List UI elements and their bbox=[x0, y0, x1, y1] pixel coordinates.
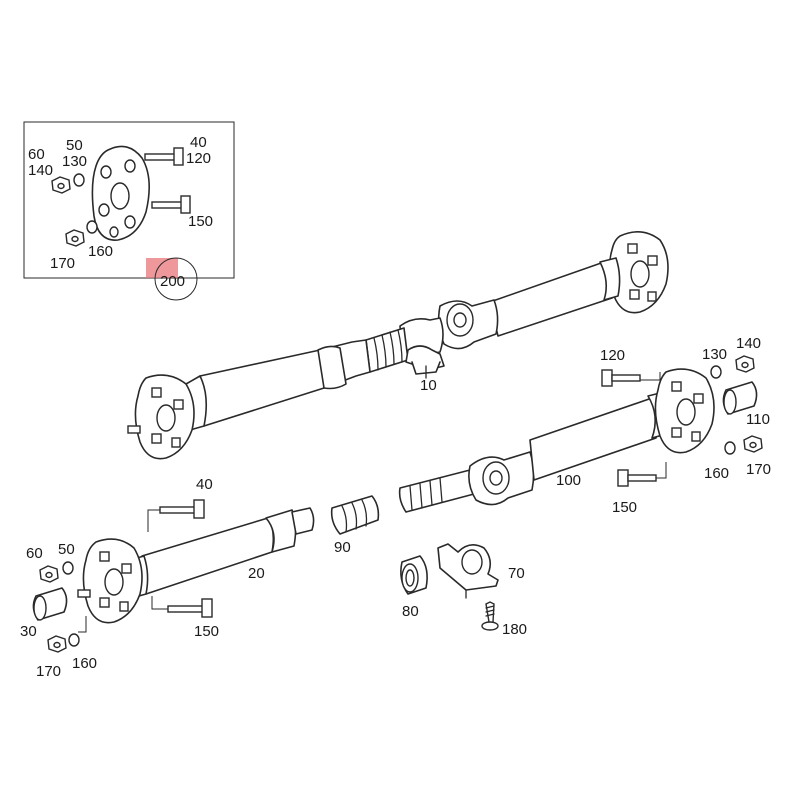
screw-180 bbox=[481, 601, 499, 631]
callout-20: 20 bbox=[248, 565, 265, 582]
bolt-120 bbox=[601, 369, 641, 387]
callout-70: 70 bbox=[508, 565, 525, 582]
upper-propeller-shaft bbox=[127, 231, 669, 460]
nut-170-right bbox=[743, 435, 763, 453]
bolt-40 bbox=[159, 499, 205, 519]
callout-labels: 60 140 50 130 40 120 150 160 170 200 10 … bbox=[20, 134, 771, 680]
upper-bellows bbox=[365, 327, 409, 373]
callout-120-inset: 120 bbox=[186, 150, 211, 167]
bushing-110 bbox=[722, 381, 758, 415]
callout-100: 100 bbox=[556, 472, 581, 489]
front-flex-disc bbox=[77, 538, 143, 624]
callout-10: 10 bbox=[420, 377, 437, 394]
callout-60: 60 bbox=[26, 545, 43, 562]
upper-center-bearing bbox=[405, 345, 445, 379]
callout-160-right: 160 bbox=[704, 465, 729, 482]
callout-160-lower: 160 bbox=[72, 655, 97, 672]
callout-170-right: 170 bbox=[746, 461, 771, 478]
bushing-30 bbox=[32, 587, 68, 621]
inset-bolt-upper bbox=[144, 147, 184, 166]
callout-120: 120 bbox=[600, 347, 625, 364]
callout-30: 30 bbox=[20, 623, 37, 640]
inset-bolt-lower bbox=[151, 195, 191, 214]
bolt-150-lower bbox=[167, 598, 213, 618]
bolt-150-right bbox=[617, 469, 657, 487]
callout-130: 130 bbox=[702, 346, 727, 363]
callout-150-inset: 150 bbox=[188, 213, 213, 230]
bearing-bracket-70 bbox=[437, 543, 499, 599]
washer-160-lower bbox=[68, 633, 80, 647]
inset-washer-160 bbox=[86, 220, 98, 234]
callout-150-lower: 150 bbox=[194, 623, 219, 640]
callout-50: 50 bbox=[58, 541, 75, 558]
inset-nut-60 bbox=[51, 176, 71, 194]
inset-kit-box bbox=[23, 121, 235, 301]
callout-90: 90 bbox=[334, 539, 351, 556]
inset-flex-disc bbox=[91, 145, 150, 241]
front-shaft-section bbox=[32, 499, 315, 653]
inset-nut-170 bbox=[65, 229, 85, 247]
callout-60-inset: 60 bbox=[28, 146, 45, 163]
highlight-marker bbox=[146, 258, 178, 278]
callout-170-lower: 170 bbox=[36, 663, 61, 680]
callout-40-inset: 40 bbox=[190, 134, 207, 151]
callout-150-right: 150 bbox=[612, 499, 637, 516]
callout-130-inset: 130 bbox=[62, 153, 87, 170]
callout-160-inset: 160 bbox=[88, 243, 113, 260]
washer-130 bbox=[710, 365, 722, 379]
bearing-80 bbox=[400, 555, 428, 595]
callout-110: 110 bbox=[746, 411, 770, 428]
boot-90 bbox=[330, 495, 380, 535]
upper-left-flex-disc bbox=[127, 374, 195, 460]
callout-200: 200 bbox=[160, 273, 185, 290]
rear-flex-disc bbox=[654, 368, 715, 454]
callout-50-inset: 50 bbox=[66, 137, 83, 154]
callout-40: 40 bbox=[196, 476, 213, 493]
callout-140: 140 bbox=[736, 335, 761, 352]
washer-160-right bbox=[724, 441, 736, 455]
nut-60 bbox=[39, 565, 59, 583]
callout-140-inset: 140 bbox=[28, 162, 53, 179]
rear-shaft-section bbox=[398, 355, 763, 513]
washer-50 bbox=[62, 561, 74, 575]
callout-180: 180 bbox=[502, 621, 527, 638]
inset-washer-50 bbox=[73, 173, 85, 187]
upper-right-flex-disc bbox=[608, 231, 669, 314]
callout-80: 80 bbox=[402, 603, 419, 620]
callout-170-inset: 170 bbox=[50, 255, 75, 272]
nut-140 bbox=[735, 355, 755, 373]
kit-callout-circle bbox=[154, 257, 198, 301]
nut-170-lower bbox=[47, 635, 67, 653]
inset-frame bbox=[23, 121, 235, 279]
